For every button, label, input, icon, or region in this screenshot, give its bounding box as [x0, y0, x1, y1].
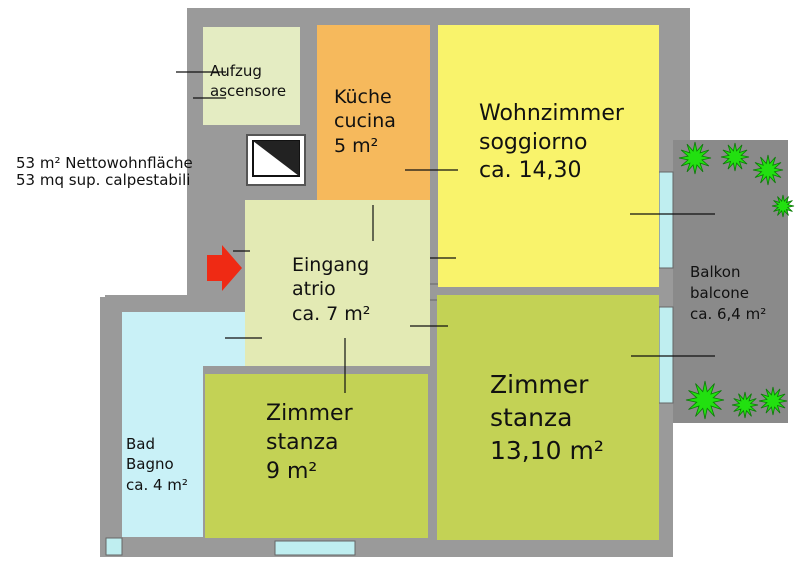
- kitchen-label-it: cucina: [334, 110, 396, 133]
- summary-line-2: 53 mq sup. calpestabili: [16, 170, 191, 189]
- room9-label-it: stanza: [266, 430, 339, 456]
- leader-lines: [176, 71, 715, 393]
- plant-icon: [758, 386, 788, 416]
- living-label-area: ca. 14,30: [479, 158, 582, 184]
- summary-text: 53 m² Nettowohnfläche 53 mq sup. calpest…: [16, 155, 193, 189]
- bath-corridor: [122, 312, 245, 366]
- window-bath: [105, 537, 123, 556]
- plant-icon: [720, 142, 750, 172]
- shaft-diagonal: [253, 141, 299, 176]
- plant-icon: [771, 194, 795, 218]
- lift-label-de: Aufzug: [210, 62, 262, 80]
- room9-label-area: 9 m²: [266, 459, 318, 485]
- room-kitchen: [317, 25, 430, 217]
- living-label-de: Wohnzimmer: [479, 101, 624, 126]
- label-balcony: Balkon balcone ca. 6,4 m²: [690, 262, 766, 325]
- room13-label-area: 13,10 m²: [490, 436, 604, 465]
- room-13: [437, 295, 659, 540]
- bath-label-area: ca. 4 m²: [126, 475, 188, 494]
- balcony-label-it: balcone: [690, 284, 750, 302]
- living-label-it: soggiorno: [479, 129, 588, 155]
- entrance-label-it: atrio: [292, 278, 336, 301]
- room-living: [438, 25, 659, 287]
- balcony-plants: [678, 141, 795, 420]
- plant-icon: [752, 154, 784, 186]
- label-room-9: Zimmer stanza 9 m²: [266, 399, 353, 486]
- label-lift: Aufzug ascensore: [210, 62, 286, 101]
- window-room13: [658, 306, 674, 404]
- entrance-label-area: ca. 7 m²: [292, 302, 371, 325]
- bath-label-de: Bad: [126, 435, 156, 453]
- label-kitchen: Küche cucina 5 m²: [334, 85, 396, 158]
- kitchen-label-de: Küche: [334, 86, 392, 108]
- bath-label-it: Bagno: [126, 455, 174, 474]
- lift-label-it: ascensore: [210, 81, 287, 100]
- label-room-13: Zimmer stanza 13,10 m²: [490, 368, 604, 467]
- plant-icon: [731, 391, 759, 419]
- balcony: [673, 140, 788, 423]
- entrance-label-de: Eingang: [292, 254, 370, 276]
- room13-label-it: stanza: [490, 403, 573, 432]
- room9-label-de: Zimmer: [266, 401, 353, 426]
- window-room9: [274, 540, 356, 556]
- bath-outer-wall: [100, 297, 112, 557]
- balcony-label-de: Balkon: [690, 263, 741, 281]
- label-entrance: Eingang atrio ca. 7 m²: [292, 253, 370, 326]
- room-entrance: [203, 200, 430, 366]
- room-lift: [203, 27, 300, 125]
- balcony-label-area: ca. 6,4 m²: [690, 305, 767, 323]
- kitchen-label-area: 5 m²: [334, 134, 379, 157]
- label-living: Wohnzimmer soggiorno ca. 14,30: [479, 100, 624, 186]
- plant-icon: [685, 380, 725, 420]
- window-living: [658, 171, 674, 269]
- label-bath: Bad Bagno ca. 4 m²: [126, 434, 188, 495]
- room13-label-de: Zimmer: [490, 370, 589, 399]
- plant-icon: [678, 141, 712, 175]
- summary-line-1: 53 m² Nettowohnfläche: [16, 154, 193, 172]
- room-9: [205, 374, 428, 538]
- entry-arrow: [207, 245, 242, 291]
